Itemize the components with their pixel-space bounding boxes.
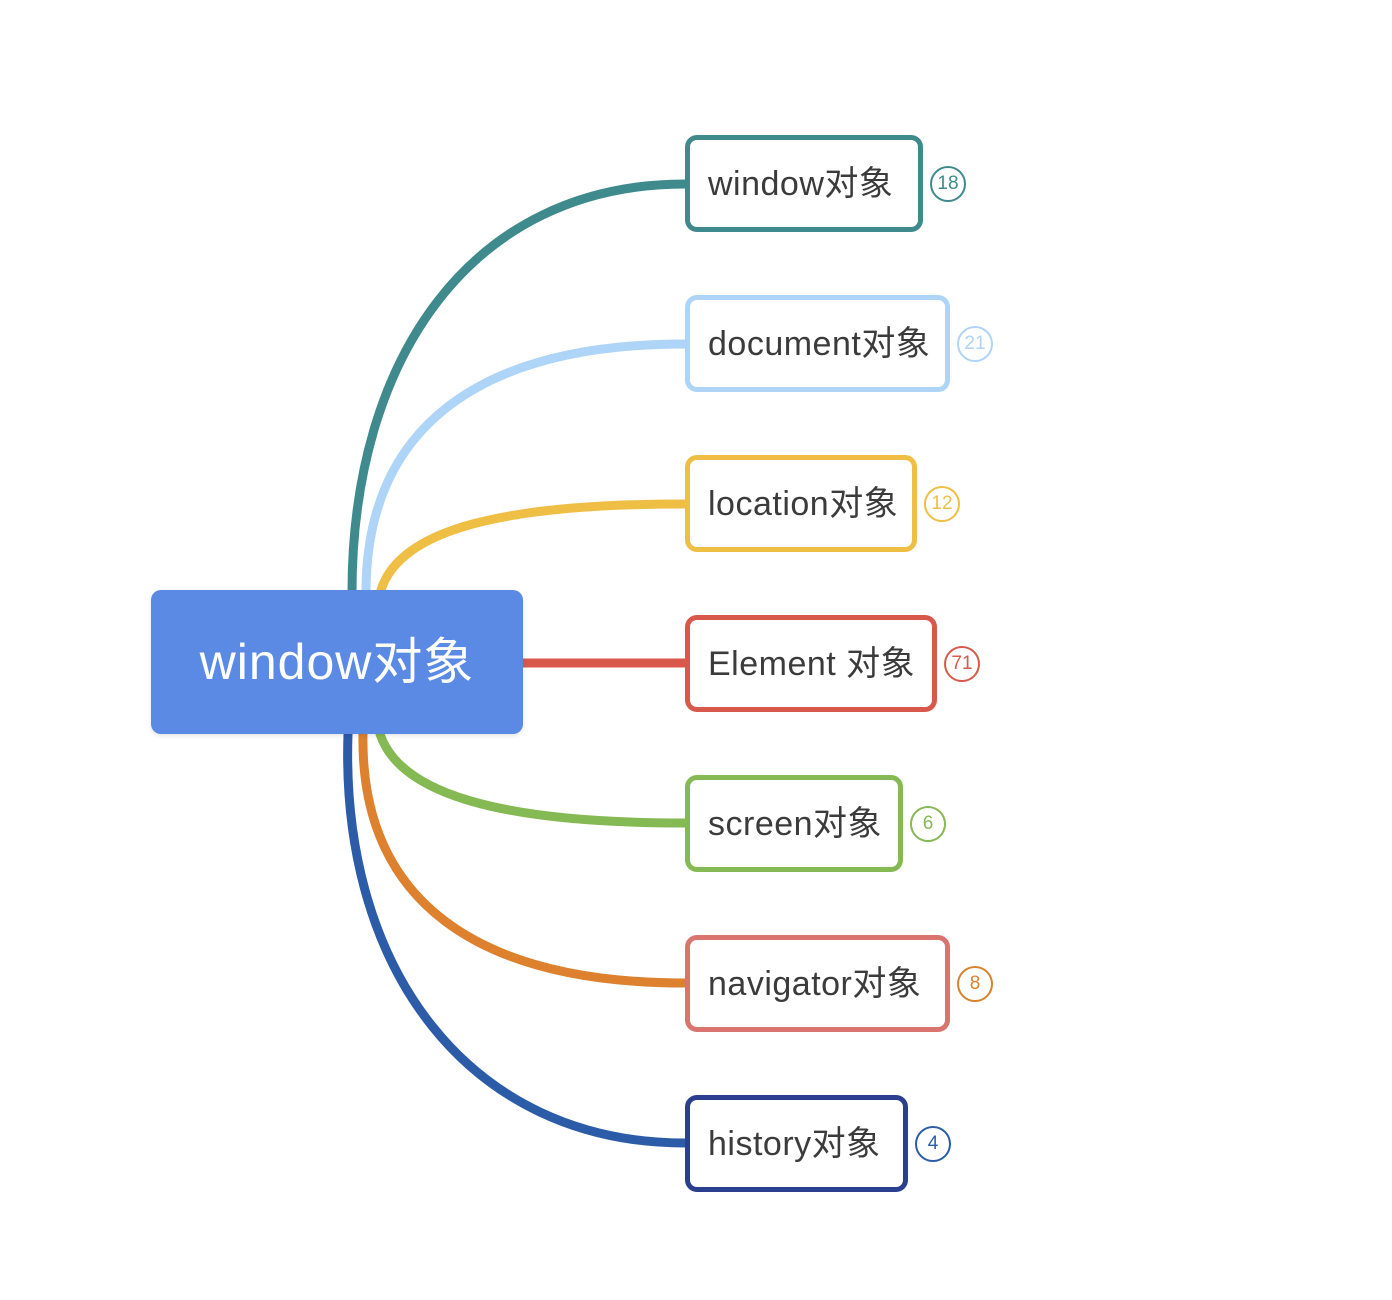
edge-branch-0: [347, 179, 690, 597]
branch-badge-document: 21: [957, 325, 993, 362]
badge-count: 6: [922, 813, 934, 834]
branch-badge-location: 12: [924, 485, 960, 522]
edge-branch-5: [358, 729, 690, 988]
branch-badge-element: 71: [944, 645, 980, 682]
badge-count: 18: [937, 173, 959, 194]
branch-node-document[interactable]: document对象: [685, 295, 950, 392]
branch-badge-navigator: 8: [957, 965, 993, 1002]
branch-node-history[interactable]: history对象: [685, 1095, 908, 1192]
edge-branch-4: [375, 729, 690, 828]
branch-node-label: window对象: [708, 164, 894, 203]
branch-badge-screen: 6: [910, 805, 946, 842]
branch-node-label: location对象: [708, 484, 899, 523]
badge-count: 8: [969, 973, 981, 994]
edge-branch-2: [376, 499, 690, 595]
branch-node-screen[interactable]: screen对象: [685, 775, 903, 872]
branch-node-location[interactable]: location对象: [685, 455, 917, 552]
root-node[interactable]: window对象: [151, 590, 523, 734]
branch-badge-history: 4: [915, 1125, 951, 1162]
branch-node-navigator[interactable]: navigator对象: [685, 935, 950, 1032]
branch-node-label: Element 对象: [708, 644, 916, 683]
branch-node-label: history对象: [708, 1124, 881, 1163]
edge-branch-6: [343, 729, 690, 1148]
root-node-label: window对象: [199, 634, 475, 690]
edge-branch-1: [361, 339, 690, 597]
badge-count: 21: [964, 333, 986, 354]
branch-node-label: navigator对象: [708, 964, 922, 1003]
badge-count: 12: [931, 493, 953, 514]
branch-node-element[interactable]: Element 对象: [685, 615, 937, 712]
badge-count: 4: [927, 1133, 939, 1154]
branch-node-window[interactable]: window对象: [685, 135, 923, 232]
branch-badge-window: 18: [930, 165, 966, 202]
branch-node-label: document对象: [708, 324, 931, 363]
branch-node-label: screen对象: [708, 804, 883, 843]
badge-count: 71: [951, 653, 973, 674]
